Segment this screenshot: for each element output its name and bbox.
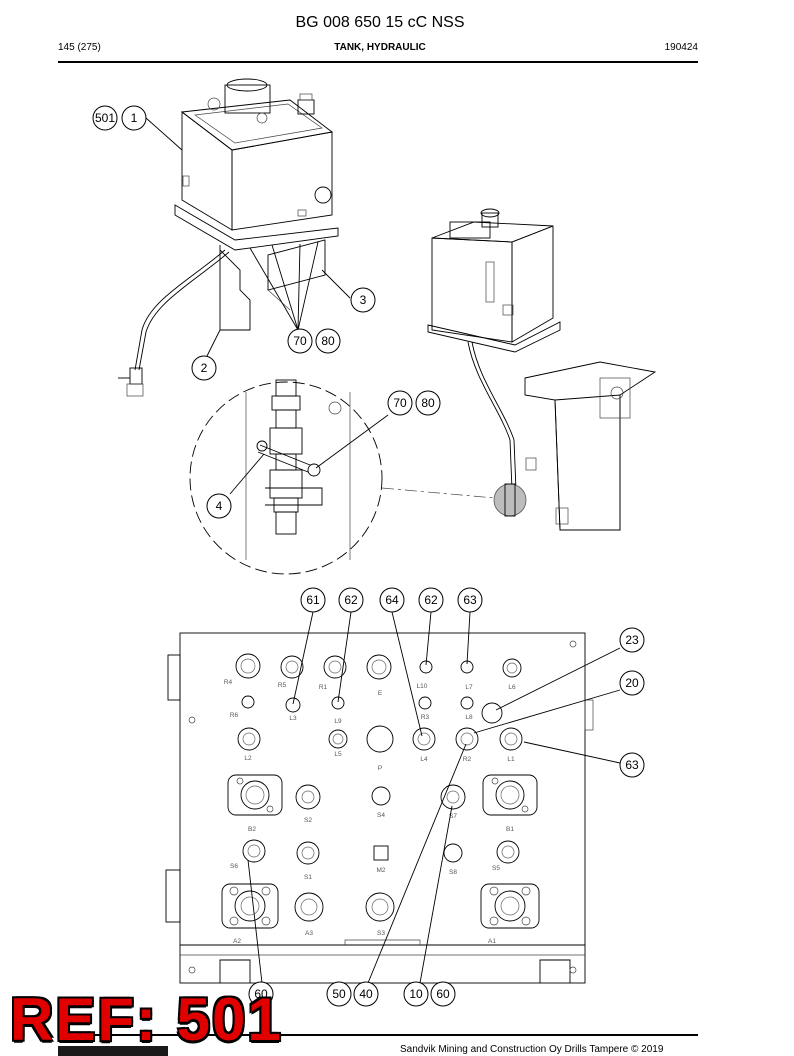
document-date: 190424 (664, 42, 698, 53)
valve-fittings (221, 653, 540, 929)
leaders-detail (229, 414, 496, 499)
callout-63-b: 63 (619, 752, 645, 778)
footer-rule (58, 1034, 698, 1036)
port-label: R5 (278, 682, 287, 689)
svg-text:4: 4 (216, 499, 223, 513)
valve-plate (165, 632, 594, 984)
leaders-valve-plate (247, 611, 621, 984)
callout-70: 70 (287, 328, 313, 354)
callout-80: 80 (315, 328, 341, 354)
callout-50: 50 (326, 981, 352, 1007)
callout-70-detail: 70 (387, 390, 413, 416)
callout-64: 64 (379, 587, 405, 613)
port-label: P (378, 765, 382, 772)
svg-text:63: 63 (625, 758, 639, 772)
svg-text:3: 3 (360, 293, 367, 307)
port-label: R3 (421, 714, 430, 721)
svg-text:70: 70 (393, 396, 407, 410)
port-label: R2 (463, 756, 472, 763)
tank-assembly-main (118, 78, 339, 397)
detail-view-circle (189, 379, 383, 575)
port-label: L5 (334, 751, 342, 758)
port-label: S3 (377, 930, 385, 937)
svg-text:20: 20 (625, 676, 639, 690)
port-label: L9 (334, 718, 342, 725)
port-label: S8 (449, 869, 457, 876)
port-label: S6 (230, 863, 238, 870)
callout-1: 1 (121, 105, 147, 131)
callout-40: 40 (353, 981, 379, 1007)
svg-text:40: 40 (359, 987, 373, 1001)
svg-text:70: 70 (293, 334, 307, 348)
svg-text:2: 2 (201, 361, 208, 375)
page-number: 145 (275) (58, 42, 101, 53)
callout-60-b: 60 (430, 981, 456, 1007)
port-label: A2 (233, 938, 241, 945)
callout-63: 63 (457, 587, 483, 613)
header-rule (58, 61, 698, 63)
port-label: L4 (420, 756, 428, 763)
port-label: S5 (492, 865, 500, 872)
section-title: TANK, HYDRAULIC (334, 42, 426, 53)
svg-text:62: 62 (424, 593, 438, 607)
svg-text:63: 63 (463, 593, 477, 607)
footer-copyright: Sandvik Mining and Construction Oy Drill… (400, 1044, 664, 1055)
callout-60: 60 (248, 981, 274, 1007)
port-label: A3 (305, 930, 313, 937)
port-label: B1 (506, 826, 514, 833)
port-label: R1 (319, 684, 328, 691)
port-label: S1 (304, 874, 312, 881)
callout-3: 3 (350, 287, 376, 313)
port-label: A1 (488, 938, 496, 945)
port-labels: R4 R5 R1 E L10 L7 L6 R6 L3 L9 R3 L8 L2 L… (224, 679, 516, 945)
svg-text:50: 50 (332, 987, 346, 1001)
port-label: E (378, 690, 383, 697)
svg-text:23: 23 (625, 633, 639, 647)
callout-4: 4 (206, 493, 232, 519)
callout-bubbles: 501 1 3 70 80 2 70 80 4 61 62 64 62 63 2… (92, 105, 645, 1007)
port-label: S7 (449, 813, 457, 820)
leaders-top (145, 117, 351, 357)
port-label: L6 (508, 684, 516, 691)
port-label: M2 (376, 867, 385, 874)
sandvik-logo (58, 1046, 168, 1056)
callout-62: 62 (338, 587, 364, 613)
svg-text:80: 80 (421, 396, 435, 410)
document-title: BG 008 650 15 cC NSS (295, 14, 465, 31)
port-label: L7 (465, 684, 473, 691)
port-label: S2 (304, 817, 312, 824)
port-label: L10 (417, 683, 428, 690)
svg-text:60: 60 (436, 987, 450, 1001)
port-label: S4 (377, 812, 385, 819)
svg-text:64: 64 (385, 593, 399, 607)
port-label: L8 (465, 714, 473, 721)
callout-2: 2 (191, 355, 217, 381)
svg-text:60: 60 (254, 987, 268, 1001)
port-label: L2 (244, 755, 252, 762)
svg-text:1: 1 (131, 111, 138, 125)
svg-text:10: 10 (409, 987, 423, 1001)
port-label: L3 (289, 715, 297, 722)
svg-text:62: 62 (344, 593, 358, 607)
tank-assembly-installed (427, 208, 657, 531)
port-label: B2 (248, 826, 256, 833)
callout-62-b: 62 (418, 587, 444, 613)
callout-61: 61 (300, 587, 326, 613)
callout-20: 20 (619, 670, 645, 696)
callout-23: 23 (619, 627, 645, 653)
reference-stamp: REF: 501 (10, 986, 283, 1053)
port-label: R4 (224, 679, 233, 686)
svg-text:61: 61 (306, 593, 320, 607)
callout-80-detail: 80 (415, 390, 441, 416)
callout-501: 501 (92, 105, 118, 131)
port-label: L1 (507, 756, 515, 763)
port-label: R6 (230, 712, 239, 719)
svg-text:80: 80 (321, 334, 335, 348)
svg-text:501: 501 (95, 111, 115, 125)
callout-10: 10 (403, 981, 429, 1007)
